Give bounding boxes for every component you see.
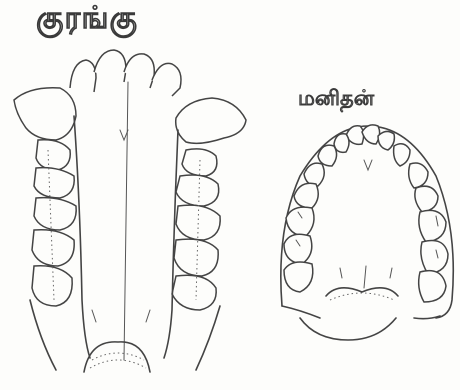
human-premolar-right-2 xyxy=(415,186,438,212)
monkey-molar-left-4 xyxy=(32,230,74,266)
human-jaw-drawing xyxy=(281,125,453,340)
human-molar-right-1 xyxy=(419,210,446,242)
monkey-canine-right xyxy=(176,98,246,143)
human-incisor-2 xyxy=(362,125,380,144)
monkey-molar-left-2 xyxy=(34,168,74,198)
monkey-molar-right-4 xyxy=(174,239,218,276)
monkey-incisor-3 xyxy=(124,54,154,88)
monkey-molar-right-5 xyxy=(172,275,216,310)
monkey-incisor-4 xyxy=(152,63,181,96)
human-molar-left-3 xyxy=(284,262,313,292)
monkey-molar-right-1 xyxy=(182,149,217,176)
monkey-jaw-drawing xyxy=(14,50,246,372)
human-molar-right-2 xyxy=(421,241,448,275)
monkey-canine-left xyxy=(14,88,76,140)
monkey-molar-right-2 xyxy=(176,175,219,206)
human-premolar-right-1 xyxy=(409,163,428,188)
monkey-molar-left-5 xyxy=(32,266,72,306)
human-incisor-4 xyxy=(378,131,394,150)
human-canine-right xyxy=(394,144,410,166)
human-molar-right-3 xyxy=(419,271,446,302)
human-premolar-left-1 xyxy=(304,163,324,186)
human-molar-left-2 xyxy=(284,234,312,264)
human-molar-left-1 xyxy=(286,207,314,236)
monkey-incisor-1 xyxy=(70,60,96,92)
human-premolar-left-2 xyxy=(294,183,318,208)
monkey-molar-left-3 xyxy=(34,198,76,230)
monkey-incisor-2 xyxy=(94,50,126,82)
monkey-molar-left-1 xyxy=(36,140,70,170)
